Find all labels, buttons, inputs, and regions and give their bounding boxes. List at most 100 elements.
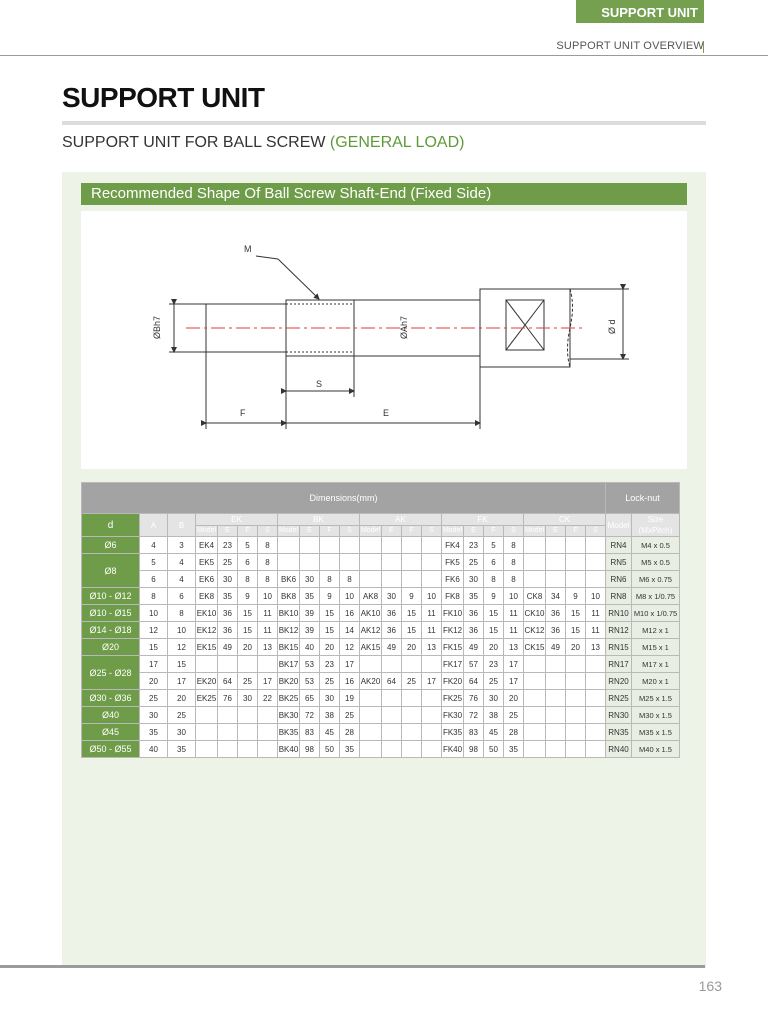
table-cell: 10 bbox=[421, 587, 442, 605]
table-cell: 98 bbox=[299, 740, 320, 758]
table-cell bbox=[545, 553, 566, 571]
table-cell: FK20 bbox=[441, 672, 464, 690]
table-cell: 10 bbox=[339, 587, 360, 605]
table-cell bbox=[359, 723, 382, 741]
table-cell: FK4 bbox=[441, 536, 464, 554]
table-cell bbox=[523, 689, 546, 707]
table-cell: 50 bbox=[483, 740, 504, 758]
table-cell: 8 bbox=[237, 570, 258, 588]
table-cell: 11 bbox=[257, 621, 278, 639]
header-lock-size: Size(MxPitch) bbox=[631, 513, 680, 537]
table-cell: 11 bbox=[585, 621, 606, 639]
d-cell: Ø25 - Ø28 bbox=[81, 655, 140, 690]
table-cell bbox=[421, 740, 442, 758]
table-cell: EK6 bbox=[195, 570, 218, 588]
table-cell: 8 bbox=[483, 570, 504, 588]
table-cell: 25 bbox=[483, 672, 504, 690]
shaft-end-drawing: M ØBh7 ØAh7 Ø d S F E bbox=[81, 211, 687, 469]
table-cell bbox=[585, 672, 606, 690]
table-cell: 12 bbox=[139, 621, 168, 639]
table-cell: FK17 bbox=[441, 655, 464, 673]
table-cell bbox=[421, 655, 442, 673]
subheader-bk-e: E bbox=[299, 524, 320, 537]
table-cell: 4 bbox=[167, 553, 196, 571]
table-cell: 30 bbox=[483, 689, 504, 707]
subheader-ck-f: F bbox=[565, 524, 586, 537]
table-cell: 12 bbox=[339, 638, 360, 656]
table-cell: 23 bbox=[483, 655, 504, 673]
d-cell: Ø30 - Ø36 bbox=[81, 689, 140, 707]
label-m: M bbox=[244, 244, 252, 254]
table-cell: 15 bbox=[319, 604, 340, 622]
page-title: SUPPORT UNIT bbox=[62, 82, 265, 113]
shaft-diagram: M ØBh7 ØAh7 Ø d S F E bbox=[152, 244, 629, 429]
table-cell bbox=[319, 553, 340, 571]
table-cell bbox=[523, 570, 546, 588]
subheader-ek-f: F bbox=[237, 524, 258, 537]
table-cell bbox=[421, 553, 442, 571]
header-b: B bbox=[167, 513, 196, 537]
table-cell: AK15 bbox=[359, 638, 382, 656]
table-cell: FK12 bbox=[441, 621, 464, 639]
table-cell bbox=[545, 689, 566, 707]
table-cell: 17 bbox=[503, 655, 524, 673]
table-cell: EK5 bbox=[195, 553, 218, 571]
table-cell bbox=[339, 553, 360, 571]
table-cell: 25 bbox=[319, 672, 340, 690]
table-cell: 23 bbox=[319, 655, 340, 673]
table-cell: RN10 bbox=[605, 604, 632, 622]
d-cell: Ø45 bbox=[81, 723, 140, 741]
table-cell: 53 bbox=[299, 672, 320, 690]
table-cell bbox=[585, 570, 606, 588]
breadcrumb[interactable]: SUPPORT UNIT OVERVIEW bbox=[556, 40, 704, 52]
table-cell bbox=[401, 570, 422, 588]
table-cell: 9 bbox=[401, 587, 422, 605]
table-cell bbox=[585, 740, 606, 758]
table-cell bbox=[319, 536, 340, 554]
table-cell: M12 x 1 bbox=[631, 621, 680, 639]
table-cell bbox=[545, 570, 566, 588]
table-cell: EK8 bbox=[195, 587, 218, 605]
table-cell: EK12 bbox=[195, 621, 218, 639]
page-number: 163 bbox=[698, 978, 722, 994]
wrench-flat bbox=[505, 299, 545, 351]
table-cell: 72 bbox=[463, 706, 484, 724]
table-cell: 49 bbox=[381, 638, 402, 656]
table-cell: 13 bbox=[421, 638, 442, 656]
table-cell: 30 bbox=[319, 689, 340, 707]
table-cell: 57 bbox=[463, 655, 484, 673]
table-cell bbox=[585, 655, 606, 673]
label-s: S bbox=[316, 379, 322, 389]
table-cell: 64 bbox=[463, 672, 484, 690]
d-cell: Ø40 bbox=[81, 706, 140, 724]
table-cell: 49 bbox=[463, 638, 484, 656]
table-cell: 17 bbox=[421, 672, 442, 690]
table-cell: 11 bbox=[585, 604, 606, 622]
table-cell: RN12 bbox=[605, 621, 632, 639]
subheader-fk-model: Model bbox=[441, 524, 464, 537]
table-cell: 13 bbox=[585, 638, 606, 656]
table-cell bbox=[339, 536, 360, 554]
table-cell: 15 bbox=[167, 655, 196, 673]
d-cell: Ø6 bbox=[81, 536, 140, 554]
table-cell: 25 bbox=[401, 672, 422, 690]
subheader-bk-model: Model bbox=[277, 524, 300, 537]
table-cell: 14 bbox=[339, 621, 360, 639]
label-oah7: ØAh7 bbox=[399, 316, 409, 339]
table-cell bbox=[401, 723, 422, 741]
table-cell: RN35 bbox=[605, 723, 632, 741]
table-cell bbox=[585, 553, 606, 571]
table-cell: EK25 bbox=[195, 689, 218, 707]
table-cell bbox=[545, 740, 566, 758]
table-cell bbox=[277, 536, 300, 554]
table-cell: M15 x 1 bbox=[631, 638, 680, 656]
subheader-fk-s: S bbox=[503, 524, 524, 537]
table-cell: 36 bbox=[381, 621, 402, 639]
table-cell: 8 bbox=[257, 570, 278, 588]
table-cell: 35 bbox=[217, 587, 238, 605]
